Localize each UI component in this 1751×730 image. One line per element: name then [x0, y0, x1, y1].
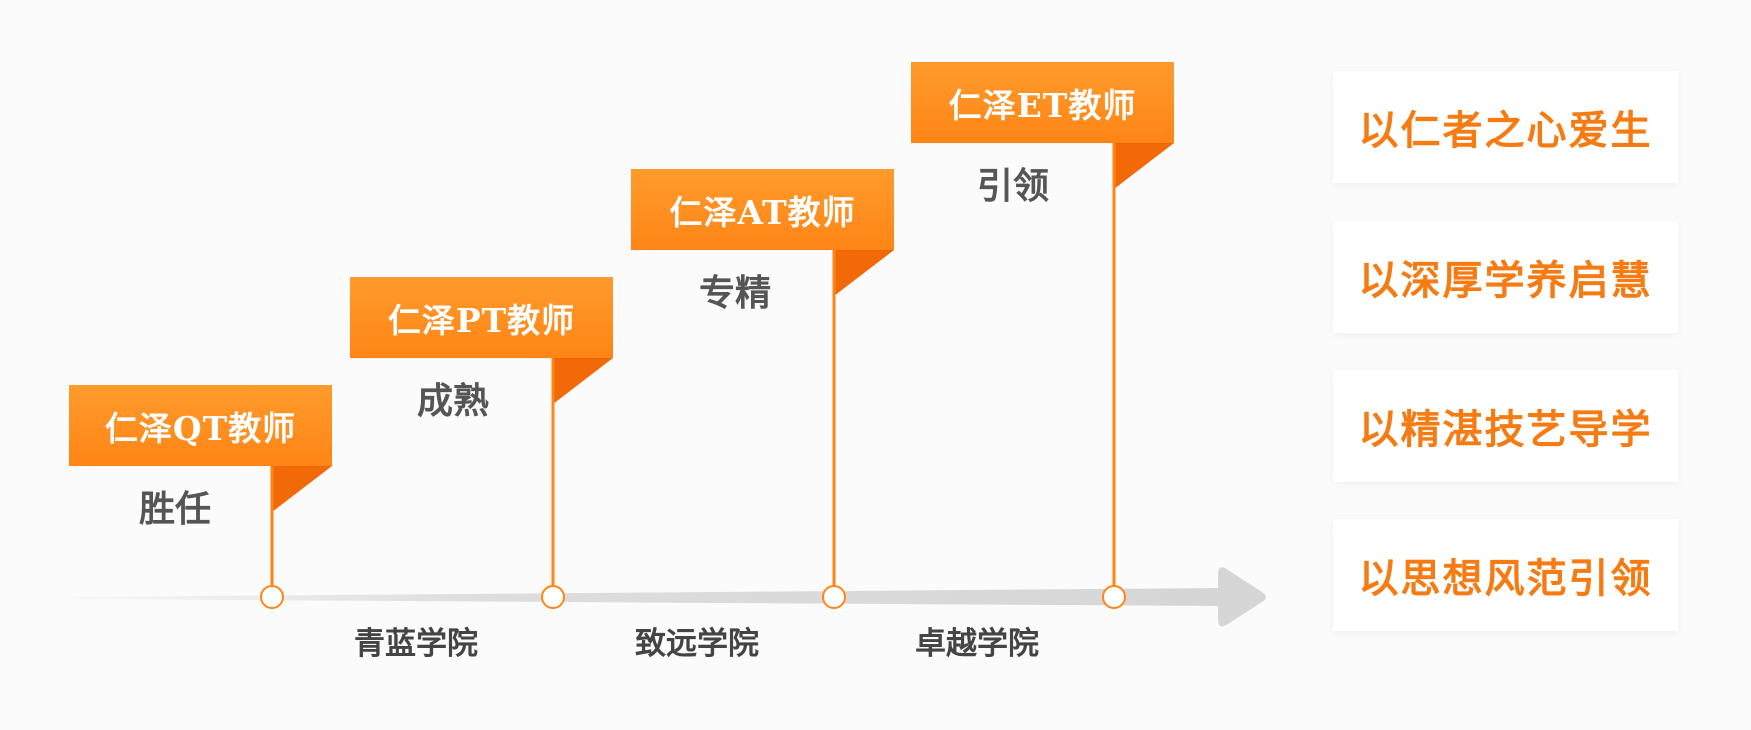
milestone-node-1 — [260, 585, 284, 609]
flag-tail-2 — [553, 358, 613, 404]
stage-title: 仁泽QT教师 — [104, 408, 297, 448]
value-text: 以精湛技艺导学 — [1358, 406, 1653, 453]
stage-subtitle: 胜任 — [138, 488, 211, 530]
stage-title: 仁泽ET教师 — [948, 85, 1137, 125]
stage-flag-pt: 仁泽PT教师 — [350, 277, 613, 358]
value-text: 以思想风范引领 — [1358, 555, 1653, 602]
milestone-node-2 — [541, 585, 565, 609]
stage-flag-at: 仁泽AT教师 — [631, 169, 894, 250]
stage-subtitle: 专精 — [698, 272, 771, 314]
flag-tail-3 — [834, 250, 894, 296]
academy-label: 致远学院 — [635, 626, 759, 662]
academy-label: 卓越学院 — [915, 626, 1039, 662]
value-card-2: 以深厚学养启慧 — [1333, 221, 1678, 333]
stage-title: 仁泽PT教师 — [387, 300, 576, 340]
value-card-4: 以思想风范引领 — [1333, 519, 1678, 631]
stage-flag-qt: 仁泽QT教师 — [69, 385, 332, 466]
flag-tail-4 — [1114, 143, 1174, 189]
value-card-1: 以仁者之心爱生 — [1333, 71, 1678, 183]
milestone-node-4 — [1102, 585, 1126, 609]
timeline-arrow-shaft — [70, 588, 1220, 606]
value-text: 以仁者之心爱生 — [1358, 107, 1653, 154]
milestone-node-3 — [822, 585, 846, 609]
stage-subtitle: 引领 — [976, 165, 1049, 207]
academy-label: 青蓝学院 — [354, 626, 478, 662]
value-text: 以深厚学养启慧 — [1358, 257, 1653, 304]
stage-flag-et: 仁泽ET教师 — [911, 62, 1174, 143]
flag-tail-1 — [272, 466, 332, 512]
timeline-arrow-head — [1218, 567, 1266, 627]
value-card-3: 以精湛技艺导学 — [1333, 370, 1678, 482]
stage-title: 仁泽AT教师 — [669, 192, 856, 232]
stage-subtitle: 成熟 — [416, 380, 489, 422]
